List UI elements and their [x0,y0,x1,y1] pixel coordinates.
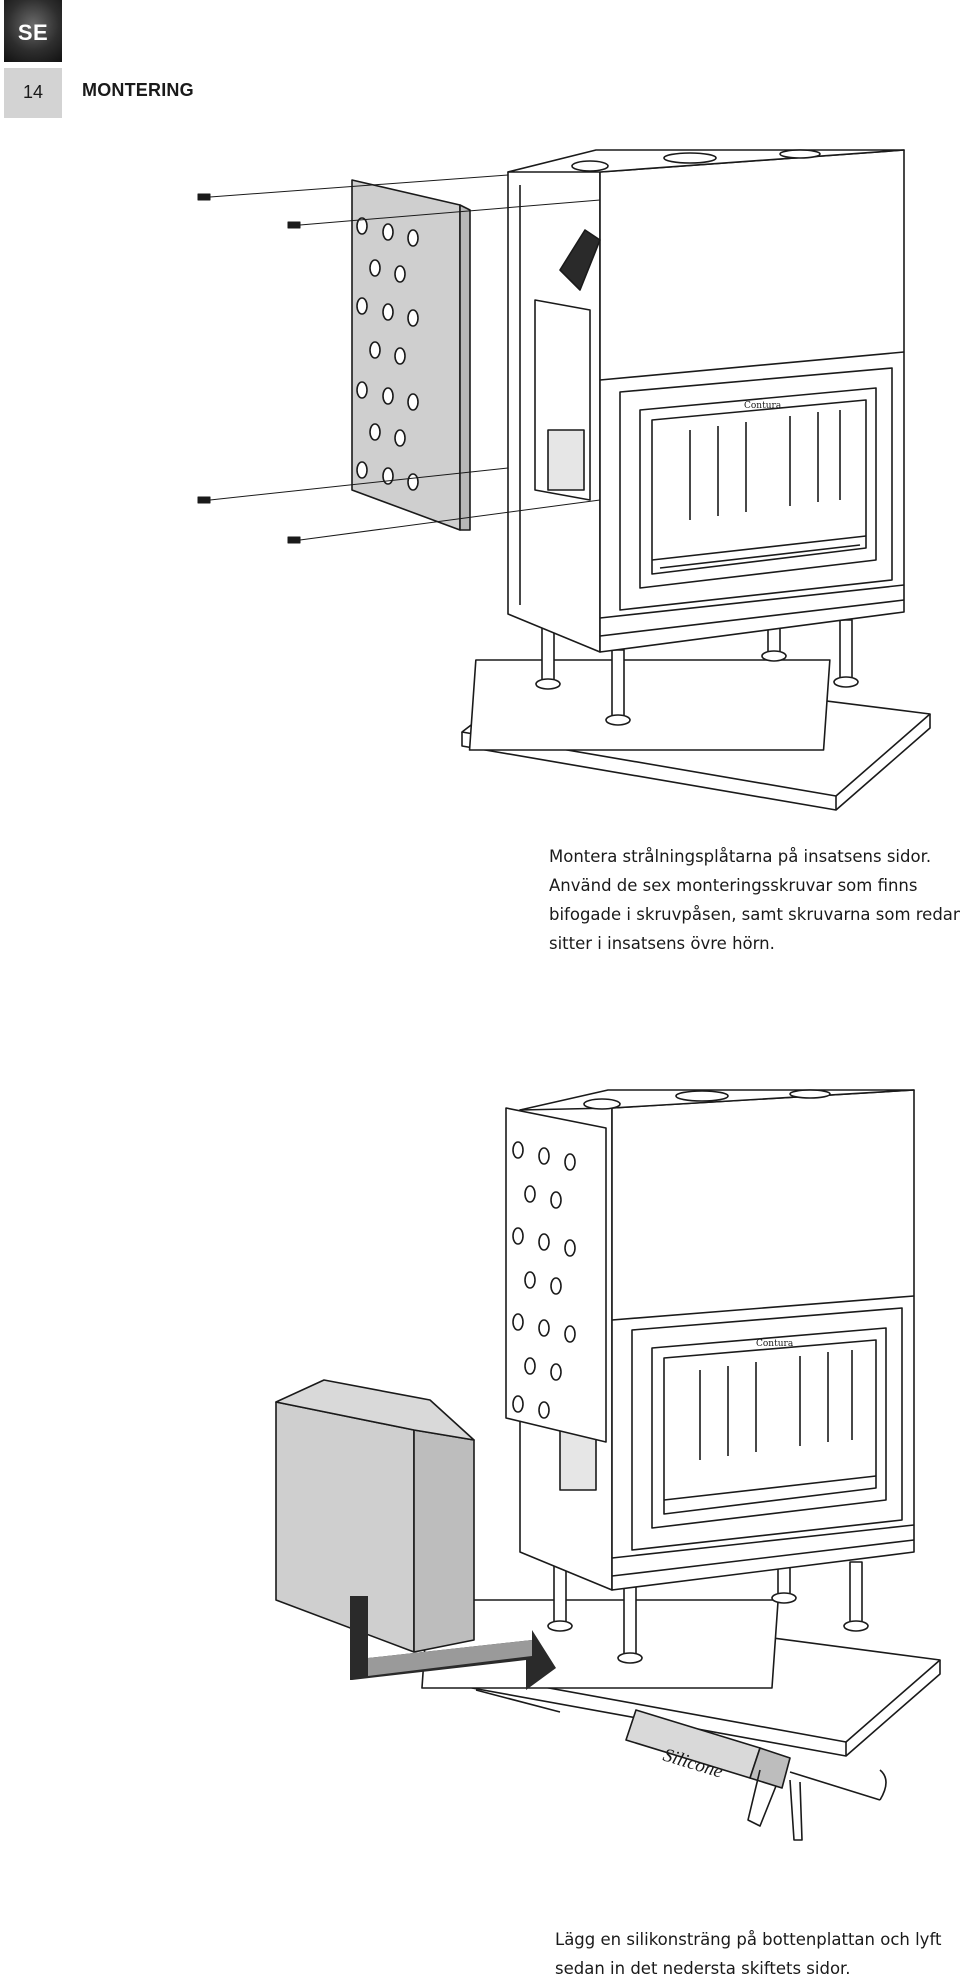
caption-figure-1: Montera strålningsplåtarna på insatsens … [549,842,960,958]
illustration-mount-radiation-plates: Contura [197,149,931,811]
mounted-radiation-plate [505,1107,607,1443]
brand-label-2: Contura [756,1339,794,1349]
base-plate-2 [421,1599,941,1757]
caption-2-line-2: sedan in det nedersta skiftets sidor. [555,1959,851,1978]
caption-1-line-2: Använd de sex monteringsskruvar som finn… [549,876,918,895]
language-code: SE [17,20,49,45]
page-number-box: 14 [4,68,62,118]
plate-holes [356,217,419,491]
stove-top [507,149,905,173]
stove-front [599,149,905,653]
caption-1-line-1: Montera strålningsplåtarna på insatsens … [549,847,932,866]
language-badge: SE [4,0,62,62]
lower-side-section [275,1379,475,1653]
caption-2-line-1: Lägg en silikonsträng på bottenplattan o… [555,1930,942,1949]
screws [197,174,601,544]
page-number: 14 [22,82,44,102]
placement-arrow [350,1596,556,1690]
stove-top-2 [519,1089,915,1111]
baffle [559,229,601,291]
silicone-tube [475,1689,887,1841]
stove-front-2 [611,1089,915,1591]
caption-1-line-3: bifogade i skruvpåsen, samt skruvarna so… [549,905,960,924]
section-title: MONTERING [82,80,194,100]
brand-label-1: Contura [744,401,782,411]
stove-side [507,159,601,653]
mounted-plate-holes [512,1141,576,1419]
caption-figure-2: Lägg en silikonsträng på bottenplattan o… [555,1925,941,1983]
caption-1-line-4: sitter i insatsens övre hörn. [549,934,775,953]
